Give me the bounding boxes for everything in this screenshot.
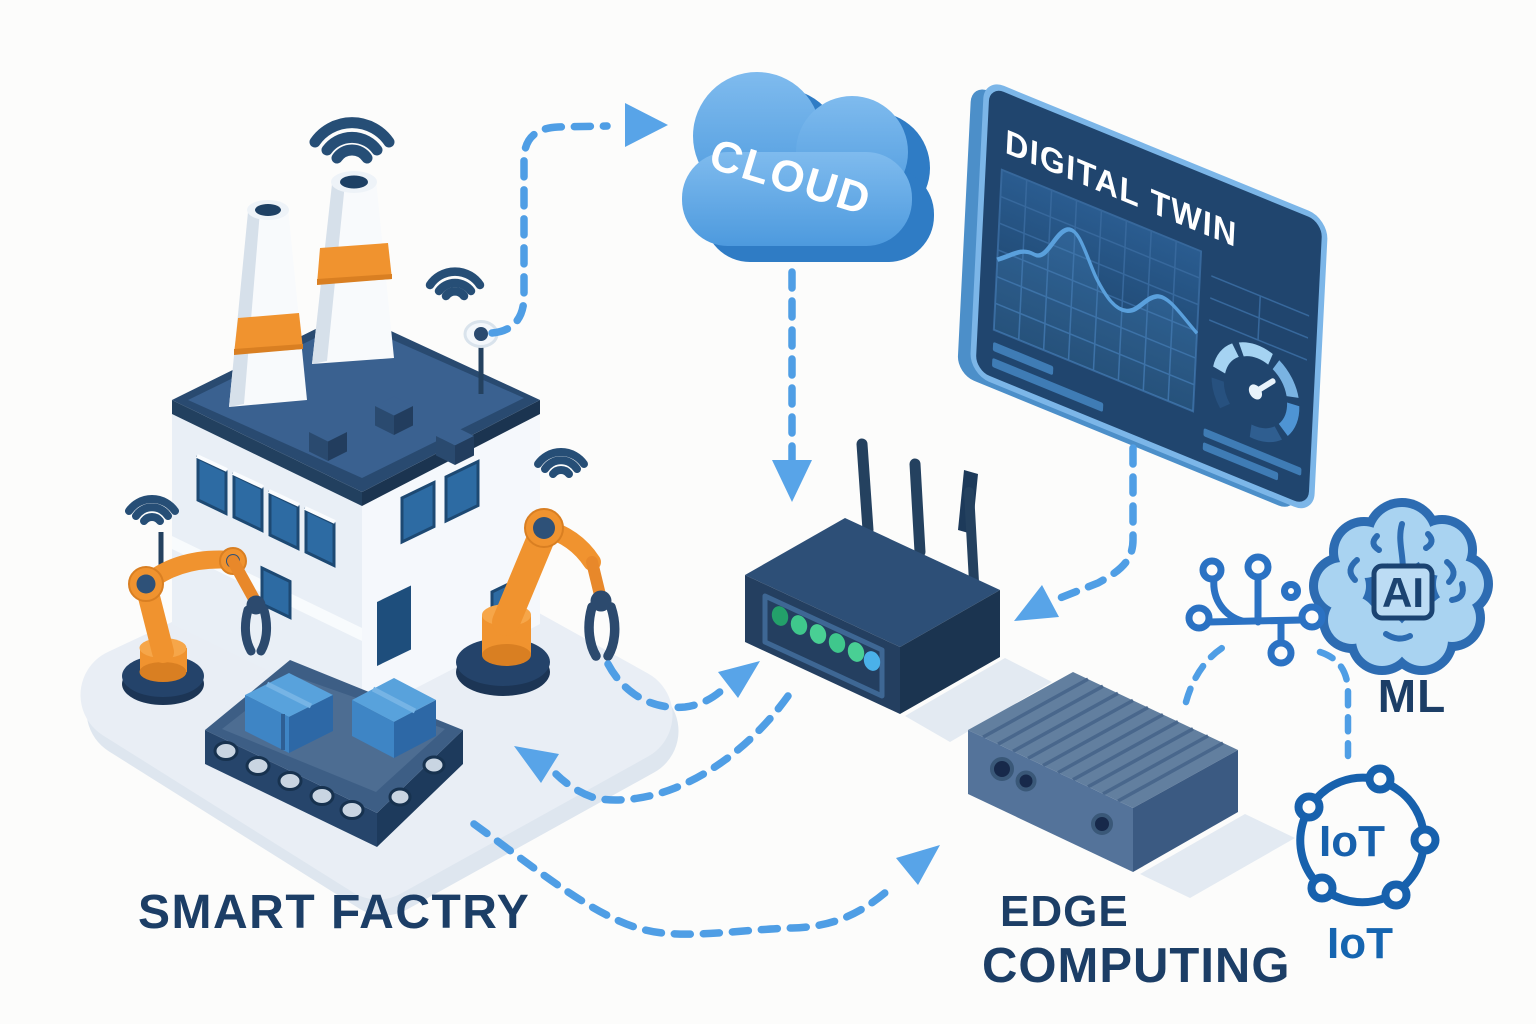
arrow-into-cloud bbox=[625, 103, 668, 147]
line-chart-icon bbox=[992, 168, 1203, 413]
wifi-icon bbox=[425, 267, 485, 301]
screen-text-bars bbox=[992, 342, 1302, 481]
factory-building-icon bbox=[172, 171, 540, 716]
robot-to-router-connector bbox=[604, 660, 726, 712]
factory-door bbox=[377, 585, 411, 666]
router-led-lights bbox=[771, 606, 881, 671]
arrow-into-router-top bbox=[772, 460, 812, 502]
roof-vent-cubes bbox=[309, 396, 474, 465]
cargo-box bbox=[352, 678, 436, 758]
edge-to-circuit-connector bbox=[1182, 644, 1226, 706]
conveyor-rollers bbox=[213, 741, 446, 820]
edge-computing-label-line2: COMPUTING bbox=[982, 939, 1290, 993]
router-to-factory-connector bbox=[552, 692, 792, 804]
smart-factory-label: SMART FACTRY bbox=[138, 886, 530, 939]
edge-device-icon bbox=[968, 672, 1295, 898]
ml-label: ML bbox=[1378, 670, 1446, 722]
conveyor-belt-icon bbox=[205, 660, 463, 847]
wifi-icon bbox=[534, 448, 588, 478]
iot-caption: IoT bbox=[1327, 919, 1393, 968]
roof-antenna-icon bbox=[463, 320, 499, 394]
arrow-into-router-right bbox=[1014, 585, 1059, 621]
factory-to-cloud-connector bbox=[488, 122, 611, 337]
factory-chimney bbox=[312, 171, 394, 364]
cloud-icon: CLOUD bbox=[682, 72, 934, 262]
arrow-into-edge bbox=[896, 845, 940, 885]
circuit-to-iot-connector bbox=[1316, 648, 1352, 760]
iot-network-icon: IoT bbox=[1294, 764, 1440, 910]
edge-computing-label-line1: EDGE bbox=[1000, 887, 1129, 936]
ai-badge-label: AI bbox=[1382, 569, 1424, 616]
gripper-claw-icon bbox=[240, 595, 272, 656]
iot-badge-label: IoT bbox=[1319, 817, 1385, 866]
wifi-icon bbox=[309, 117, 395, 164]
arrow-into-router-left bbox=[718, 661, 760, 698]
gripper-claw-icon bbox=[584, 590, 620, 661]
ai-brain-icon: AI bbox=[1309, 498, 1493, 675]
circuit-node-icon bbox=[1185, 553, 1326, 667]
arrow-into-factory bbox=[514, 746, 559, 783]
wifi-icon bbox=[125, 495, 179, 525]
screen-table bbox=[1209, 275, 1310, 361]
factory-chimney bbox=[229, 200, 307, 407]
robot-arm-icon bbox=[456, 508, 620, 696]
factory-windows bbox=[196, 454, 526, 666]
factory-to-edge-connector bbox=[470, 820, 890, 938]
router-icon bbox=[745, 438, 1052, 742]
twin-to-router-connector bbox=[1056, 444, 1137, 602]
robot-arm-icon bbox=[122, 532, 272, 705]
gauge-icon bbox=[1211, 342, 1300, 443]
cargo-box bbox=[245, 673, 333, 753]
connection-arrows bbox=[470, 103, 1352, 938]
digital-twin-screen: DIGITAL TWIN bbox=[957, 84, 1328, 509]
edge-device-ports bbox=[990, 757, 1113, 835]
